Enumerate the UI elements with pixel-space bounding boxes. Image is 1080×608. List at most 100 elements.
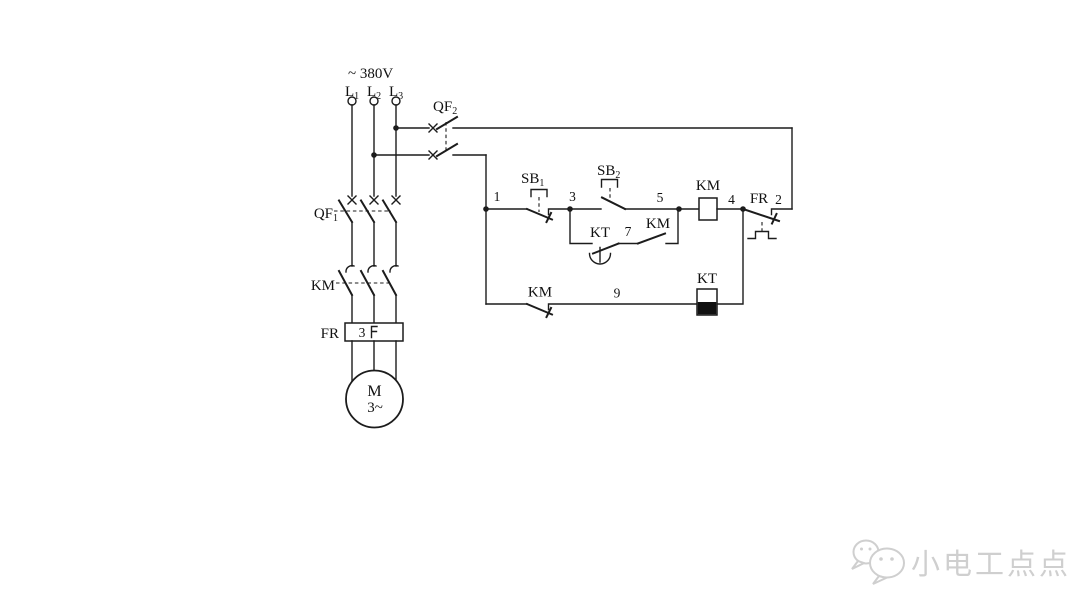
- qf1-breaker: QF1: [314, 195, 401, 267]
- sb2-label-sub: 2: [615, 170, 620, 181]
- phase-l3-sub: 3: [398, 91, 403, 102]
- sb1-stop-button: SB1: [485, 171, 571, 224]
- watermark: 小电工点点: [851, 539, 1071, 585]
- kt-contact-label: KT: [590, 225, 610, 241]
- watermark-text: 小电工点点: [911, 547, 1071, 581]
- sb2-push-cap: [600, 178, 619, 188]
- fr-output-lines: [351, 340, 397, 383]
- fr-label: FR: [321, 326, 339, 342]
- qf2-output-wires: [452, 127, 793, 156]
- node-7-label: 7: [625, 224, 632, 239]
- sb1-label-sub: 1: [539, 178, 544, 189]
- sb2-blade: [600, 196, 627, 211]
- junction-node-4: [740, 206, 746, 212]
- km-main-label: KM: [311, 278, 335, 294]
- bubble-small-eye-right: [868, 547, 872, 551]
- km-main-contacts: KM: [311, 264, 399, 324]
- phase-l1-sub: 1: [354, 91, 359, 102]
- wechat-bubble-large-tail-icon: [872, 574, 889, 585]
- phase-l1-base: L: [345, 84, 354, 100]
- sb2-start-button: SB2: [569, 163, 700, 211]
- power-supply: ~ 380V L1 L2 L3: [345, 66, 403, 197]
- voltage-label: ~ 380V: [348, 66, 393, 82]
- km-coil-box: [698, 197, 718, 221]
- qf2-label: QF2: [433, 99, 457, 117]
- qf1-cross-marks: [347, 195, 401, 205]
- node-9-label: 9: [614, 286, 621, 301]
- branch-wire-left: [569, 208, 593, 245]
- fr-thermal-element: 3 FR: [321, 322, 404, 383]
- wechat-bubble-large-icon: [869, 547, 905, 579]
- sb1-label-base: SB: [521, 171, 539, 187]
- bubble-small-eye-left: [860, 547, 863, 551]
- node-5-label: 5: [657, 190, 664, 205]
- sb1-fixed-contact: [547, 208, 571, 216]
- bottom-wire-right: [716, 208, 744, 305]
- junction-dots: [371, 125, 746, 212]
- motor: M 3~: [345, 369, 404, 429]
- sb1-label: SB1: [521, 171, 544, 189]
- km-nc-label: KM: [528, 285, 552, 301]
- node-1-label: 1: [494, 189, 501, 204]
- sb2-label-base: SB: [597, 163, 615, 179]
- qf1-label: QF1: [314, 206, 338, 224]
- branch-wire-right: [665, 208, 679, 245]
- kt-delay-symbol: [588, 246, 612, 265]
- junction-node-5: [676, 206, 682, 212]
- fr-heater-glyph: [370, 325, 378, 339]
- terminal-l2: [369, 96, 379, 106]
- kt-coil-branch: KM KT: [485, 208, 744, 319]
- km-nc-blade: [525, 302, 554, 319]
- control-rails: [485, 127, 793, 305]
- qf2-input-wires: [373, 127, 430, 156]
- terminal-l1: [347, 96, 357, 106]
- fr-element-count: 3: [359, 325, 366, 340]
- qf2-blades: [435, 115, 459, 158]
- fr-contact-label: FR: [750, 191, 768, 207]
- kt-coil-fill-half: [697, 302, 717, 315]
- node-numbers: 1 3 5 4 2 7 9: [494, 189, 782, 301]
- bottom-wire-mid: [547, 303, 698, 311]
- km-main-arcs: [345, 264, 399, 273]
- phase-label-l2: L2: [367, 84, 381, 102]
- kt-contact-blade: [591, 242, 620, 255]
- bubble-large-eye-left: [879, 557, 883, 561]
- node-2-label: 2: [775, 192, 782, 207]
- phase-label-l3: L3: [389, 84, 403, 102]
- qf1-label-sub: 1: [333, 213, 338, 224]
- km-aux-label: KM: [646, 216, 670, 232]
- sb2-label: SB2: [597, 163, 620, 181]
- sb1-blade: [525, 207, 554, 224]
- qf1-label-base: QF: [314, 206, 333, 222]
- km-aux-blade: [636, 232, 667, 245]
- km-coil: KM: [696, 178, 744, 221]
- terminal-l3: [391, 96, 401, 106]
- km-coil-label: KM: [696, 178, 720, 194]
- phase-l3-base: L: [389, 84, 398, 100]
- bubble-large-eye-right: [890, 557, 894, 561]
- junction-l3-qf2: [393, 125, 399, 131]
- qf2-breaker: QF2: [373, 99, 793, 160]
- qf2-label-sub: 2: [452, 106, 457, 117]
- junction-l2-qf2: [371, 152, 377, 158]
- fr-fixed-contact: [770, 208, 793, 216]
- fr-thermal-symbol: [747, 230, 777, 240]
- fr-contact-blade: [741, 207, 781, 225]
- sb1-push-cap: [530, 188, 548, 198]
- phase-l2-sub: 2: [376, 91, 381, 102]
- fr-nc-contact: FR: [741, 191, 793, 240]
- phase-lines: [351, 104, 397, 197]
- qf1-output-lines: [351, 221, 397, 267]
- motor-phase: 3~: [367, 400, 383, 416]
- node-3-label: 3: [569, 189, 576, 204]
- wechat-bubble-small-tail-icon: [851, 559, 867, 570]
- junction-node-1: [483, 206, 489, 212]
- motor-circle: [345, 369, 404, 429]
- kt-delay-branch: KT KM: [569, 208, 679, 265]
- qf2-label-base: QF: [433, 99, 452, 115]
- phase-l2-base: L: [367, 84, 376, 100]
- kt-coil-label: KT: [697, 271, 717, 287]
- phase-label-l1: L1: [345, 84, 359, 102]
